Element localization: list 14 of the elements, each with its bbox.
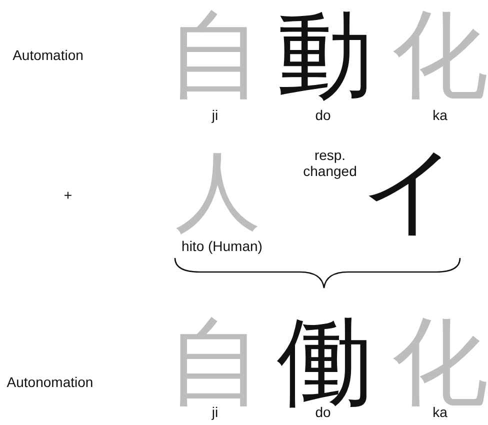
reading-label: do	[315, 405, 331, 419]
kanji-character: 自	[167, 7, 263, 103]
reading-label: hito (Human)	[182, 239, 262, 253]
reading-label: ka	[432, 108, 448, 122]
kanji-character: 動	[277, 7, 373, 103]
kanji-character: 人	[175, 149, 261, 235]
reading-label: do	[315, 108, 331, 122]
plus-sign: +	[64, 188, 72, 202]
note-text: resp. changed	[302, 146, 358, 180]
term-label: Autonomation	[6, 375, 94, 389]
kanji-character: 化	[392, 7, 488, 103]
term-label: Automation	[12, 48, 84, 62]
katakana-character: イ	[361, 142, 459, 238]
reading-label: ji	[212, 108, 218, 122]
